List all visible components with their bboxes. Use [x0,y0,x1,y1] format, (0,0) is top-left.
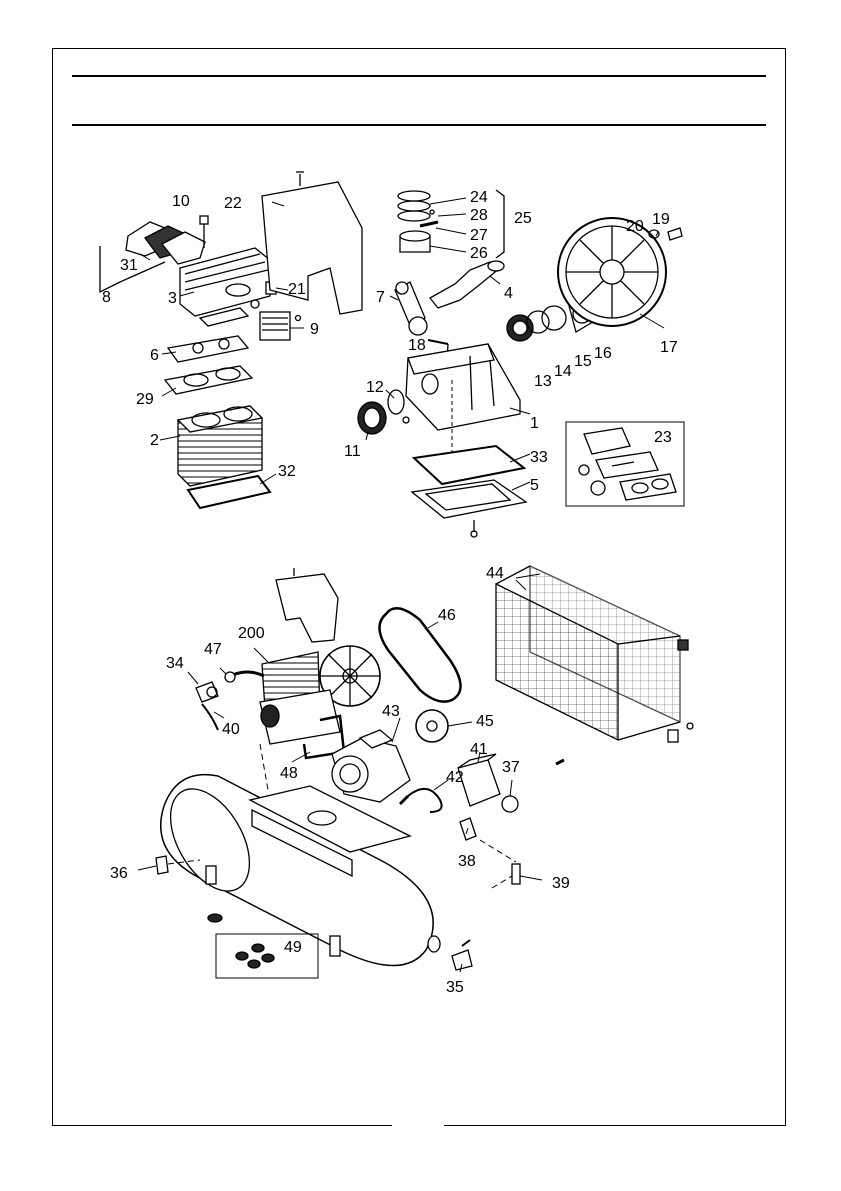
label-20: 20 [626,218,644,235]
label-10: 10 [172,193,190,210]
piston-part [400,231,430,252]
valve-plate-part [168,336,248,362]
label-19: 19 [652,211,670,228]
base-plate-part [412,480,526,518]
mesh-guard-part [496,566,693,764]
label-11: 11 [344,443,361,460]
label-38: 38 [458,853,476,870]
label-7: 7 [376,289,385,306]
label-32: 32 [278,463,296,480]
label-8: 8 [102,289,111,306]
flywheel-part [558,218,666,326]
label-22: 22 [224,195,242,212]
label-29: 29 [136,391,154,408]
label-14: 14 [554,363,572,380]
belt-guard-part [262,172,362,314]
label-17: 17 [660,339,678,356]
label-2: 2 [150,432,159,449]
label-39: 39 [552,875,570,892]
label-24: 24 [470,189,488,206]
label-6: 6 [150,347,159,364]
label-37: 37 [502,759,520,776]
rubber-feet-box [216,934,318,978]
label-16: 16 [594,345,612,362]
label-5: 5 [530,477,539,494]
valve-part [260,312,301,340]
label-35: 35 [446,979,464,996]
label-9: 9 [310,321,319,338]
label-48: 48 [280,765,298,782]
label-4: 4 [504,285,513,302]
pressure-switch-part [458,754,500,806]
label-13: 13 [534,373,552,390]
label-200: 200 [238,625,265,642]
label-44: 44 [486,565,504,582]
label-15: 15 [574,353,592,370]
label-28: 28 [470,207,488,224]
label-45: 45 [476,713,494,730]
crankcase-part [406,344,520,430]
label-26: 26 [470,245,488,262]
label-1: 1 [530,415,539,432]
tank-assembly-view [154,566,693,978]
air-filter-part [126,222,205,264]
footer-gap [392,1120,444,1134]
label-23: 23 [654,429,672,446]
label-42: 42 [446,769,464,786]
label-3: 3 [168,290,177,307]
label-12: 12 [366,379,384,396]
label-25: 25 [514,210,532,227]
label-43: 43 [382,703,400,720]
label-21: 21 [288,281,306,298]
label-41: 41 [470,741,488,758]
label-31: 31 [120,257,138,274]
label-33: 33 [530,449,548,466]
gasket-part [165,366,252,394]
label-36: 36 [110,865,128,882]
label-27: 27 [470,227,488,244]
cylinder-block-part [178,406,262,486]
crankshaft-part [430,261,504,308]
label-40: 40 [222,721,240,738]
label-46: 46 [438,607,456,624]
label-49: 49 [284,939,302,956]
connecting-rod-part [395,282,427,335]
label-18: 18 [408,337,426,354]
piston-rings-part [398,191,430,221]
label-34: 34 [166,655,184,672]
label-47: 47 [204,641,222,658]
